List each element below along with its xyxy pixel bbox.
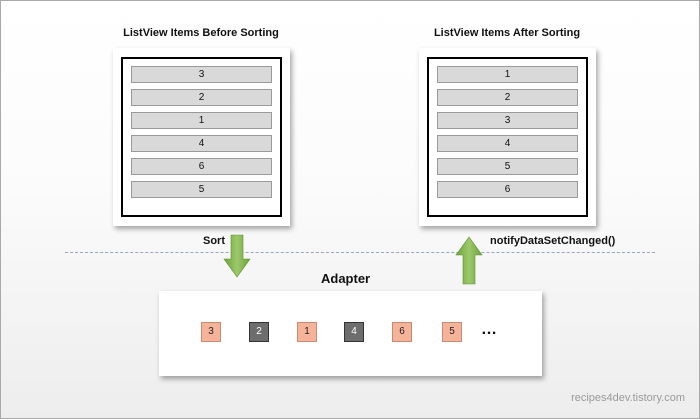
after-list-item: 4 (437, 135, 578, 152)
before-list-item: 4 (131, 135, 272, 152)
adapter-node: 1 (297, 322, 317, 342)
after-panel-title: ListView Items After Sorting (433, 27, 581, 39)
adapter-ellipsis: … (481, 321, 498, 338)
after-list-item: 3 (437, 112, 578, 129)
after-list-item: 2 (437, 89, 578, 106)
before-list-item: 6 (131, 158, 272, 175)
adapter-panel: 3 2 1 4 6 5 … (159, 291, 542, 376)
after-list-item: 6 (437, 181, 578, 198)
before-list-item: 5 (131, 181, 272, 198)
after-listview: 1 2 3 4 5 6 (427, 57, 588, 217)
notify-up-arrow-icon (455, 236, 483, 285)
adapter-node: 5 (442, 322, 462, 342)
after-panel: 1 2 3 4 5 6 (419, 48, 596, 226)
sort-label: Sort (203, 235, 225, 247)
adapter-node: 3 (201, 322, 221, 342)
after-list-item: 1 (437, 66, 578, 83)
notify-label: notifyDataSetChanged() (490, 235, 616, 247)
watermark: recipes4dev.tistory.com (571, 392, 685, 404)
sort-down-arrow-icon (223, 234, 251, 278)
adapter-title: Adapter (321, 271, 371, 286)
dashed-divider (65, 252, 655, 253)
before-list-item: 3 (131, 66, 272, 83)
adapter-node: 4 (344, 322, 364, 342)
adapter-node: 6 (392, 322, 412, 342)
adapter-node: 2 (249, 322, 269, 342)
before-listview: 3 2 1 4 6 5 (121, 57, 282, 217)
before-list-item: 2 (131, 89, 272, 106)
after-list-item: 5 (437, 158, 578, 175)
before-list-item: 1 (131, 112, 272, 129)
before-panel: 3 2 1 4 6 5 (113, 48, 290, 226)
before-panel-title: ListView Items Before Sorting (123, 27, 279, 39)
